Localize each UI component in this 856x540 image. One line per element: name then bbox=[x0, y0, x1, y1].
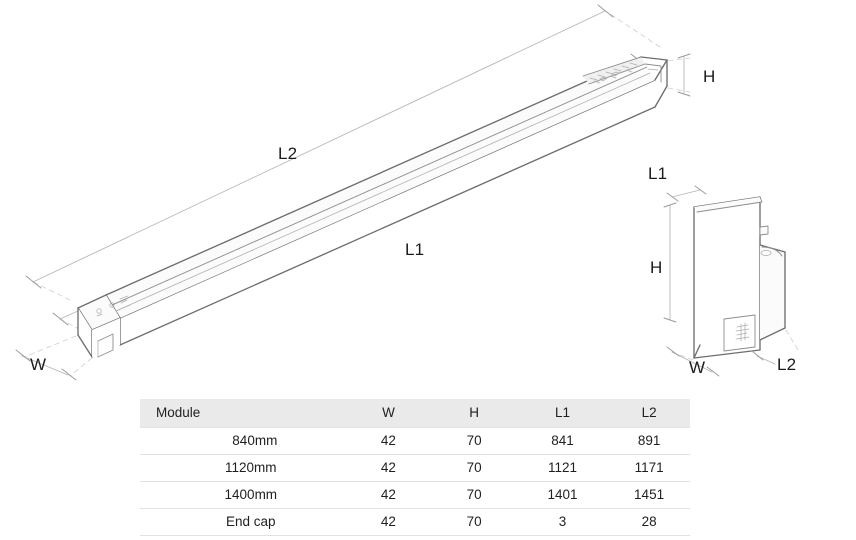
specification-table: Module W H L1 L2 840mm 42 70 841 891 112… bbox=[140, 399, 690, 536]
label-l1-main: L1 bbox=[405, 240, 425, 259]
label-h-cap: H bbox=[650, 258, 663, 277]
column-header-h: H bbox=[431, 399, 517, 428]
cell-h: 70 bbox=[431, 454, 517, 482]
cell-w: 42 bbox=[345, 427, 432, 455]
label-w-cap: W bbox=[689, 358, 706, 377]
table-row: 1120mm 42 70 1121 1171 bbox=[140, 454, 690, 482]
cell-w: 42 bbox=[345, 508, 432, 536]
cell-h: 70 bbox=[431, 427, 517, 455]
column-header-w: W bbox=[345, 399, 432, 428]
cell-l2: 891 bbox=[608, 427, 690, 455]
cell-l1: 3 bbox=[516, 508, 609, 536]
table-header: Module W H L1 L2 bbox=[140, 399, 690, 428]
dimension-h-cap bbox=[663, 202, 677, 323]
end-cap-detail-view bbox=[663, 185, 799, 377]
table-row: 1400mm 42 70 1401 1451 bbox=[140, 481, 690, 509]
label-w-main: W bbox=[30, 355, 47, 374]
label-l1-cap: L1 bbox=[648, 164, 668, 183]
cell-h: 70 bbox=[431, 508, 517, 536]
cell-w: 42 bbox=[345, 454, 432, 482]
label-l2-main: L2 bbox=[278, 144, 298, 163]
table-row: 840mm 42 70 841 891 bbox=[140, 427, 690, 455]
dimension-w-cap bbox=[666, 346, 720, 377]
cell-module: 840mm bbox=[140, 427, 346, 455]
table-body: 840mm 42 70 841 891 1120mm 42 70 1121 11… bbox=[140, 427, 690, 536]
left-end-cap bbox=[77, 294, 131, 358]
column-header-module: Module bbox=[140, 399, 346, 428]
column-header-l1: L1 bbox=[516, 399, 609, 428]
dimension-h-main bbox=[667, 53, 691, 97]
dimension-l1-cap bbox=[666, 185, 707, 202]
cell-h: 70 bbox=[431, 481, 517, 509]
cell-l1: 1121 bbox=[516, 454, 609, 482]
cell-l1: 1401 bbox=[516, 481, 609, 509]
table-header-row: Module W H L1 L2 bbox=[140, 399, 690, 428]
cell-l2: 1171 bbox=[608, 454, 690, 482]
dimension-l2-main bbox=[25, 4, 661, 301]
dimension-w-main bbox=[15, 335, 93, 381]
cell-l2: 28 bbox=[608, 508, 690, 536]
label-h-main: H bbox=[703, 67, 716, 86]
label-l2-cap: L2 bbox=[777, 355, 797, 374]
main-module-isometric bbox=[15, 4, 691, 381]
dimension-l2-cap bbox=[751, 329, 799, 365]
column-header-l2: L2 bbox=[608, 399, 690, 428]
cell-module: 1400mm bbox=[140, 481, 346, 509]
cell-module: End cap bbox=[140, 508, 346, 536]
cell-w: 42 bbox=[345, 481, 432, 509]
right-end-aperture bbox=[582, 56, 668, 108]
cell-l2: 1451 bbox=[608, 481, 690, 509]
cell-l1: 841 bbox=[516, 427, 609, 455]
cell-module: 1120mm bbox=[140, 454, 346, 482]
product-label-plate bbox=[723, 314, 756, 352]
table-row: End cap 42 70 3 28 bbox=[140, 508, 690, 536]
